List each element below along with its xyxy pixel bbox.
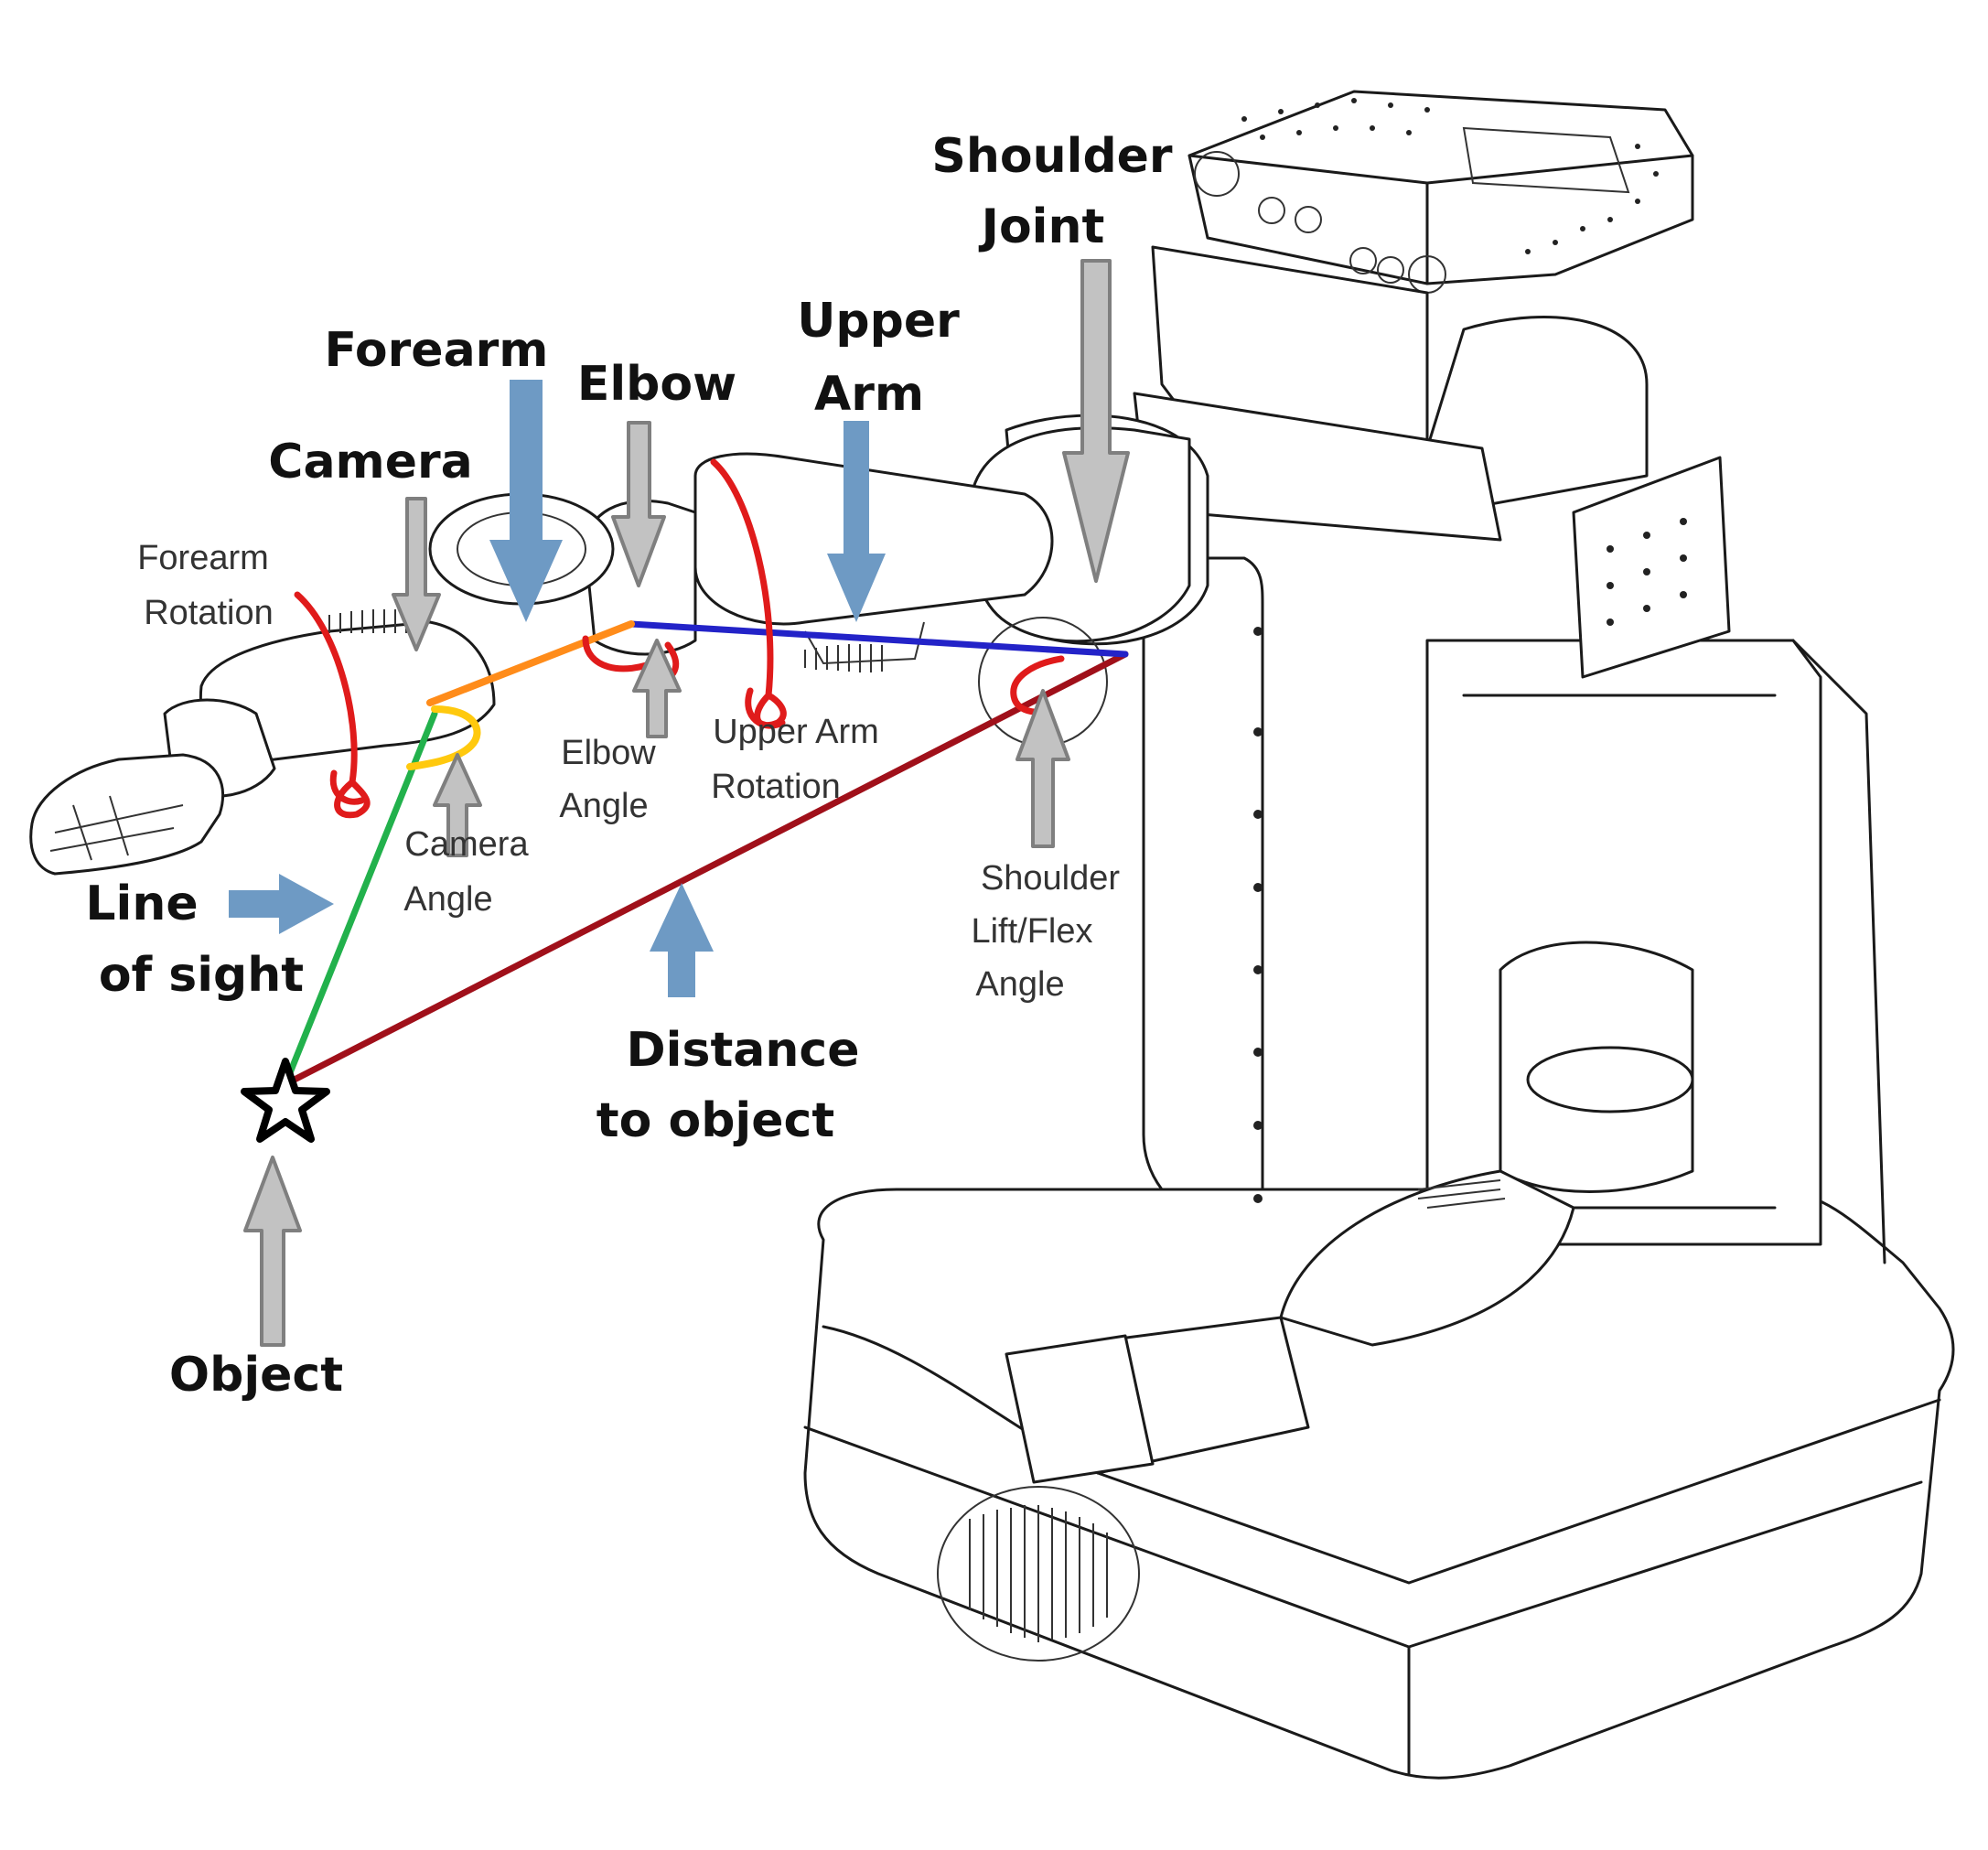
camera-angle-arc — [406, 705, 481, 770]
line-of-sight-line — [282, 710, 438, 1088]
camera-angle-label-1: Camera — [404, 825, 529, 864]
shoulder-lift-label-2: Lift/Flex — [971, 912, 1092, 951]
distance-label-2: to object — [596, 1093, 834, 1148]
upper-arm-rotation-label-1: Upper Arm — [713, 713, 879, 751]
folded-arm — [1005, 941, 1694, 1484]
camera-arrow — [392, 497, 441, 651]
shoulder-joint-label-2: Joint — [979, 199, 1105, 254]
shoulder-lift-arc — [1010, 655, 1065, 715]
object-star-icon — [241, 1058, 330, 1143]
distance-arrow — [650, 883, 714, 997]
shoulder-joint-arrow — [1062, 259, 1130, 583]
side-sensor-panel — [1572, 456, 1731, 679]
shoulder-lift-arrow — [1015, 689, 1070, 848]
shoulder-joint-label-1: Shoulder — [931, 129, 1173, 184]
upper-arm-label-1: Upper — [797, 294, 960, 349]
elbow-arrow — [611, 421, 666, 587]
elbow-angle-label-2: Angle — [559, 787, 648, 825]
camera-angle-label-2: Angle — [403, 880, 492, 919]
elbow-angle-label-1: Elbow — [561, 734, 656, 772]
shoulder-lift-label-3: Angle — [975, 965, 1064, 1004]
forearm-vent — [328, 609, 407, 633]
object-arrow — [243, 1156, 302, 1347]
base-vent-grille — [937, 1486, 1140, 1662]
labels: Shoulder Joint Upper Arm Forearm Elbow C… — [85, 129, 1173, 1403]
arrows — [229, 259, 1130, 1347]
upper-arm-arrow — [827, 421, 886, 622]
camera-label: Camera — [268, 435, 472, 489]
forearm-segment — [426, 620, 635, 706]
torso-bolts — [1253, 627, 1263, 1203]
camera-angle-arrow — [433, 753, 482, 857]
forearm-rotation-label-1: Forearm — [137, 539, 269, 577]
line-of-sight-arrow — [229, 874, 334, 934]
upper-arm-label-2: Arm — [814, 367, 924, 422]
forearm-arrow — [489, 380, 563, 622]
robot-illustration — [29, 90, 1955, 1780]
upper-arm-rotation-label-2: Rotation — [711, 768, 841, 806]
forearm-rotation-label-2: Rotation — [144, 594, 274, 632]
object-label: Object — [169, 1348, 343, 1403]
torso-column — [1142, 556, 1264, 1191]
gripper — [29, 753, 225, 876]
shoulder-lift-label-1: Shoulder — [981, 859, 1120, 898]
forearm-rotation-arc — [294, 591, 371, 819]
upper-arm-vent — [804, 644, 883, 672]
line-of-sight-label-2: of sight — [99, 948, 304, 1003]
line-of-sight-label-1: Line — [85, 877, 198, 931]
distance-label-1: Distance — [627, 1023, 860, 1078]
robot-base — [803, 1188, 1955, 1780]
upper-arm-link — [693, 452, 1054, 626]
elbow-angle-arrow — [632, 639, 682, 738]
forearm-label: Forearm — [325, 323, 549, 378]
upper-arm-rotation-arc — [710, 458, 787, 729]
annotation-lines — [282, 458, 1129, 1088]
upper-arm-segment — [628, 620, 1129, 658]
elbow-label: Elbow — [577, 357, 736, 412]
robot-head — [1187, 90, 1694, 294]
distance-to-object-line — [282, 651, 1129, 1088]
